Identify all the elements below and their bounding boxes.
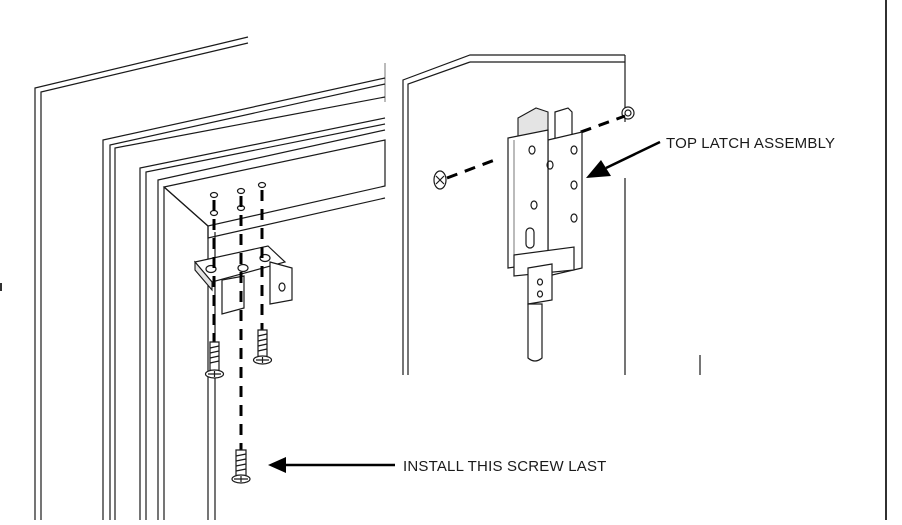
casing-step-inner	[109, 83, 386, 520]
jamb-corner-edge	[163, 186, 209, 520]
door-top-edge	[402, 54, 625, 375]
hole-3	[257, 181, 267, 189]
latch-icon	[507, 107, 583, 362]
bracket-tab-hole	[278, 282, 286, 292]
screw-icon	[433, 170, 447, 190]
bracket-front-edge	[194, 260, 213, 292]
top-latch-callout: TOP LATCH ASSEMBLY	[666, 135, 835, 152]
latch-screw-path-1	[446, 156, 501, 180]
latch-rod	[527, 303, 543, 362]
latch-bolt-top-2	[554, 107, 573, 143]
bracket-hole-3	[259, 253, 271, 263]
jamb-edge-1	[139, 117, 386, 520]
frame-outer-edge	[34, 36, 249, 520]
install-last-callout: INSTALL THIS SCREW LAST	[403, 458, 607, 475]
last-screw-icon	[231, 449, 251, 484]
latch-slot	[525, 227, 535, 249]
latch-screw-hole-inner	[624, 109, 632, 117]
latch-screw-path-2	[544, 114, 626, 147]
arrow-icon	[586, 140, 661, 178]
screw-icon	[252, 329, 273, 365]
bracket-hole-1	[205, 264, 217, 274]
jamb-edge-3	[157, 129, 386, 520]
bracket-icon	[193, 245, 293, 315]
screw-icon	[204, 341, 225, 379]
bracket-hole-2	[237, 263, 249, 273]
hole-1	[209, 191, 219, 199]
casing-step-inner-2	[114, 96, 386, 520]
latch-lower-tab	[527, 263, 553, 305]
door-top-bevel	[407, 61, 471, 375]
head-jamb-face	[207, 197, 386, 239]
door-frame-corner	[34, 36, 386, 520]
arrow-icon	[268, 457, 395, 473]
jamb-edge-2	[145, 123, 386, 520]
frame-outer-edge-inner	[40, 42, 249, 520]
casing-step-outer	[102, 77, 386, 520]
head-jamb-top	[162, 139, 386, 227]
hole-2	[236, 187, 246, 195]
bracket-left-tab	[221, 275, 245, 315]
